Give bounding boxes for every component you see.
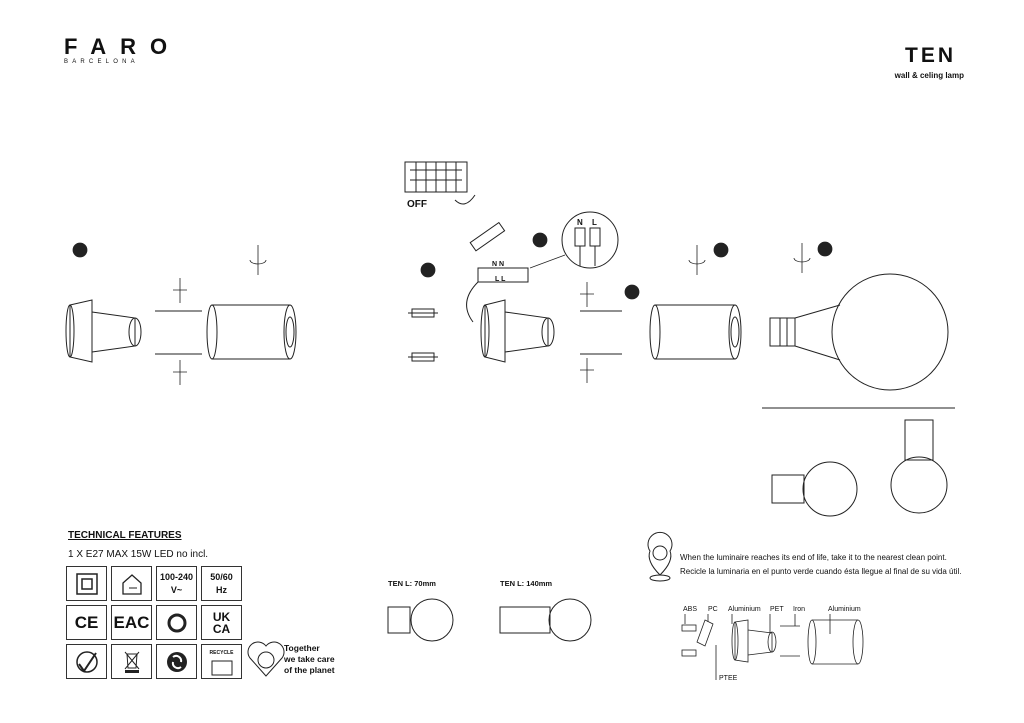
weee-bin-icon [111,644,152,679]
svg-text:PC: PC [708,606,718,613]
product-subtitle: wall & celing lamp [894,71,964,80]
step-5: 5 [718,245,724,257]
size-label-140: TEN L: 140mm [500,579,553,588]
materials-diagram: ABS PC Aluminium PET Iron Aluminium PTEE [681,606,864,682]
svg-text:N: N [577,218,583,227]
step-2: 2 [425,265,431,277]
class-ii-icon [66,566,107,601]
lamp-spec: 1 X E27 MAX 15W LED no incl. [68,549,209,560]
recycle-box-icon: RECYCLE [201,644,242,679]
ecodesign-icon [66,644,107,679]
step-numbers: 1 2 3 4 5 6 [72,232,833,300]
installed-views [771,419,948,517]
recycle-location-icon [647,531,673,582]
step5-drawing [649,245,742,360]
svg-text:Iron: Iron [793,606,805,613]
step-4: 4 [629,287,635,299]
green-dot-icon [156,644,197,679]
product-title: TEN [905,44,956,67]
faro-logo: FARO BARCELONA [64,34,182,66]
step-1: 1 [77,245,83,257]
size-drawings [387,598,592,642]
size-label-70: TEN L: 70mm [388,579,436,588]
recycle-text-es: Recicle la luminaria en el punto verde c… [680,567,962,576]
ce-mark: CE [66,605,107,640]
step2-drawing: N N L L N L [408,211,622,383]
heart-planet-icon [247,641,285,677]
breaker-panel-drawing: OFF [404,161,476,210]
off-label: OFF [407,199,427,210]
svg-text:ABS: ABS [683,606,697,613]
technical-features-heading: TECHNICAL FEATURES [68,530,182,541]
eac-mark: EAC [111,605,152,640]
svg-text:PET: PET [770,606,784,613]
energy-icon [156,605,197,640]
svg-text:L L: L L [495,276,506,283]
svg-text:Aluminium: Aluminium [828,606,861,613]
recycle-instructions: When the luminaire reaches its end of li… [680,551,962,579]
recycle-text-en: When the luminaire reaches its end of li… [680,553,947,562]
step6-drawing [769,243,949,391]
step-6: 6 [822,244,828,256]
indoor-use-icon [111,566,152,601]
svg-text:Aluminium: Aluminium [728,606,761,613]
step1-drawing [65,245,297,385]
step-3: 3 [537,235,543,247]
svg-text:N N: N N [492,261,504,268]
svg-text:L: L [592,218,597,227]
svg-text:PTEE: PTEE [719,675,738,682]
